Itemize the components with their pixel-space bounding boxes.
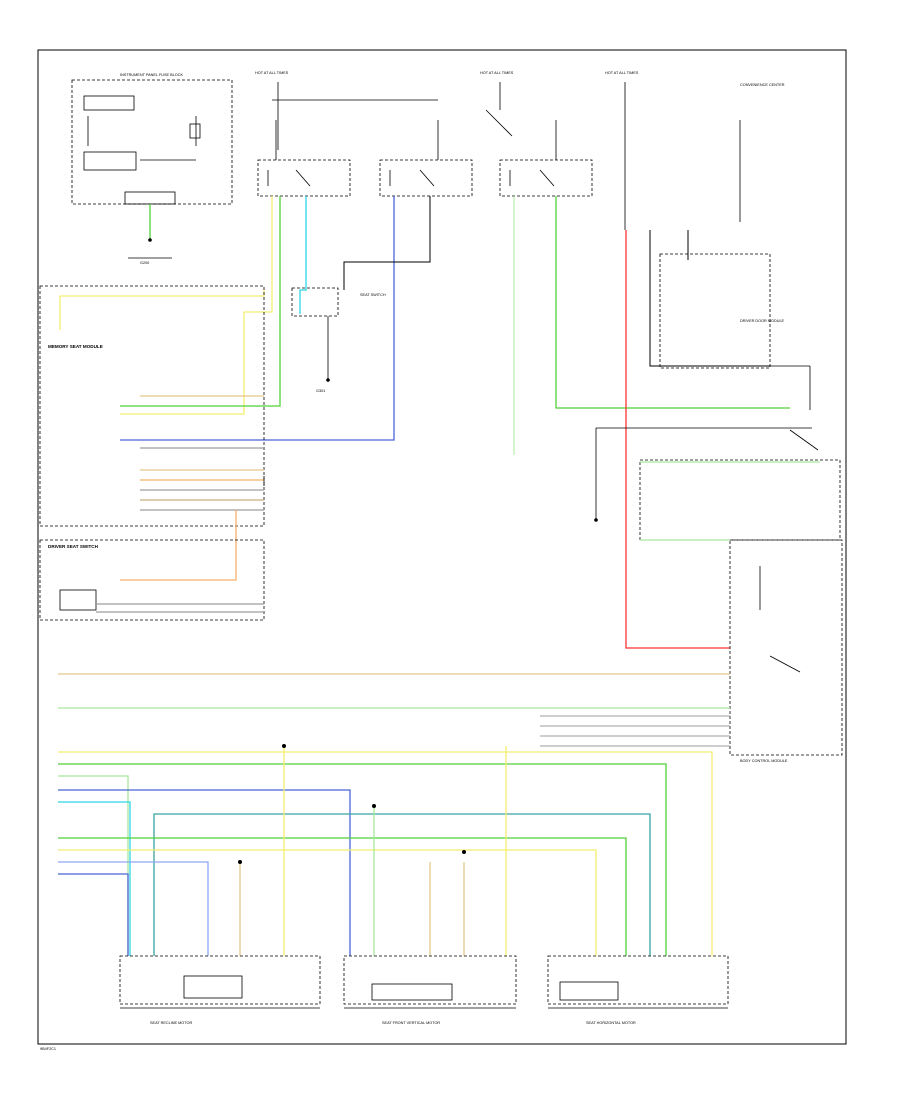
hot-at-1: HOT AT ALL TIMES — [255, 71, 289, 75]
top-vertical-wires — [59, 196, 790, 649]
top-right-note: CONVENIENCE CENTER — [740, 83, 785, 87]
motor-boxes: SEAT RECLINE MOTOR SEAT FRONT VERTICAL M… — [119, 955, 729, 1025]
bus-wires — [58, 673, 730, 956]
hot-at-3: HOT AT ALL TIMES — [605, 71, 639, 75]
right-lower-title: BODY CONTROL MODULE — [740, 759, 788, 763]
motor-3-label: SEAT HORIZONTAL MOTOR — [586, 1021, 636, 1025]
motor-1-label: SEAT RECLINE MOTOR — [150, 1021, 192, 1025]
page-id: 9B4F2C1 — [40, 1047, 56, 1051]
motor-3-box — [547, 955, 729, 1005]
power-feeds: HOT AT ALL TIMES HOT AT ALL TIMES HOT AT… — [255, 71, 785, 230]
ground-labels: G200 G301 — [140, 261, 325, 393]
motor-2-box — [343, 955, 517, 1005]
left-bottom-module: DRIVER SEAT SWITCH — [39, 539, 265, 621]
fuse-block-top-left: INSTRUMENT PANEL FUSE BLOCK — [71, 73, 233, 259]
left-main-module: MEMORY SEAT MODULE — [39, 285, 265, 581]
right-lower-module: BODY CONTROL MODULE — [639, 459, 843, 763]
center-seat-switch: SEAT SWITCH — [291, 287, 386, 382]
right-upper-module: DRIVER DOOR MODULE — [594, 253, 819, 522]
relay-boxes — [257, 109, 593, 197]
center-note: SEAT SWITCH — [360, 293, 386, 297]
right-upper-title: DRIVER DOOR MODULE — [740, 319, 785, 323]
left-bottom-title: DRIVER SEAT SWITCH — [48, 544, 99, 549]
ground-label-2: G301 — [316, 389, 325, 393]
hot-at-2: HOT AT ALL TIMES — [480, 71, 514, 75]
fuse-block-title: INSTRUMENT PANEL FUSE BLOCK — [120, 73, 183, 77]
ground-label-1: G200 — [140, 261, 149, 265]
left-main-title: MEMORY SEAT MODULE — [48, 344, 103, 349]
motor-2-label: SEAT FRONT VERTICAL MOTOR — [382, 1021, 440, 1025]
diagram-border — [37, 49, 847, 1045]
motor-1-box — [119, 955, 321, 1005]
